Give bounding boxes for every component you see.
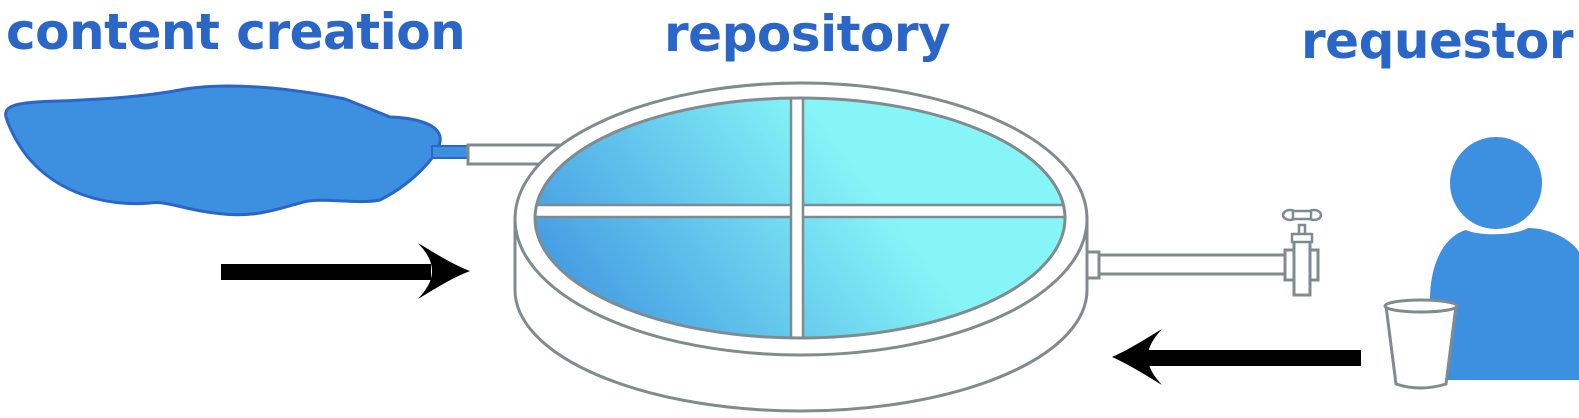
reservoir-icon: [513, 81, 1089, 413]
tank-inner-rim: [533, 96, 1067, 340]
requestor-label: requestor: [1301, 12, 1574, 70]
person-icon: [1430, 137, 1579, 380]
outflow-arrow: [1112, 329, 1361, 385]
pond-outlet: [431, 145, 473, 159]
tank-grate: [535, 98, 1065, 338]
content-creation-label: content creation: [6, 3, 466, 61]
inflow-arrow: [221, 243, 470, 299]
pond-icon: [4, 84, 442, 217]
outflow-pipe: [1085, 250, 1289, 280]
cup-icon: [1383, 298, 1459, 390]
repository-label: repository: [664, 5, 951, 63]
faucet-icon: [1281, 208, 1323, 297]
